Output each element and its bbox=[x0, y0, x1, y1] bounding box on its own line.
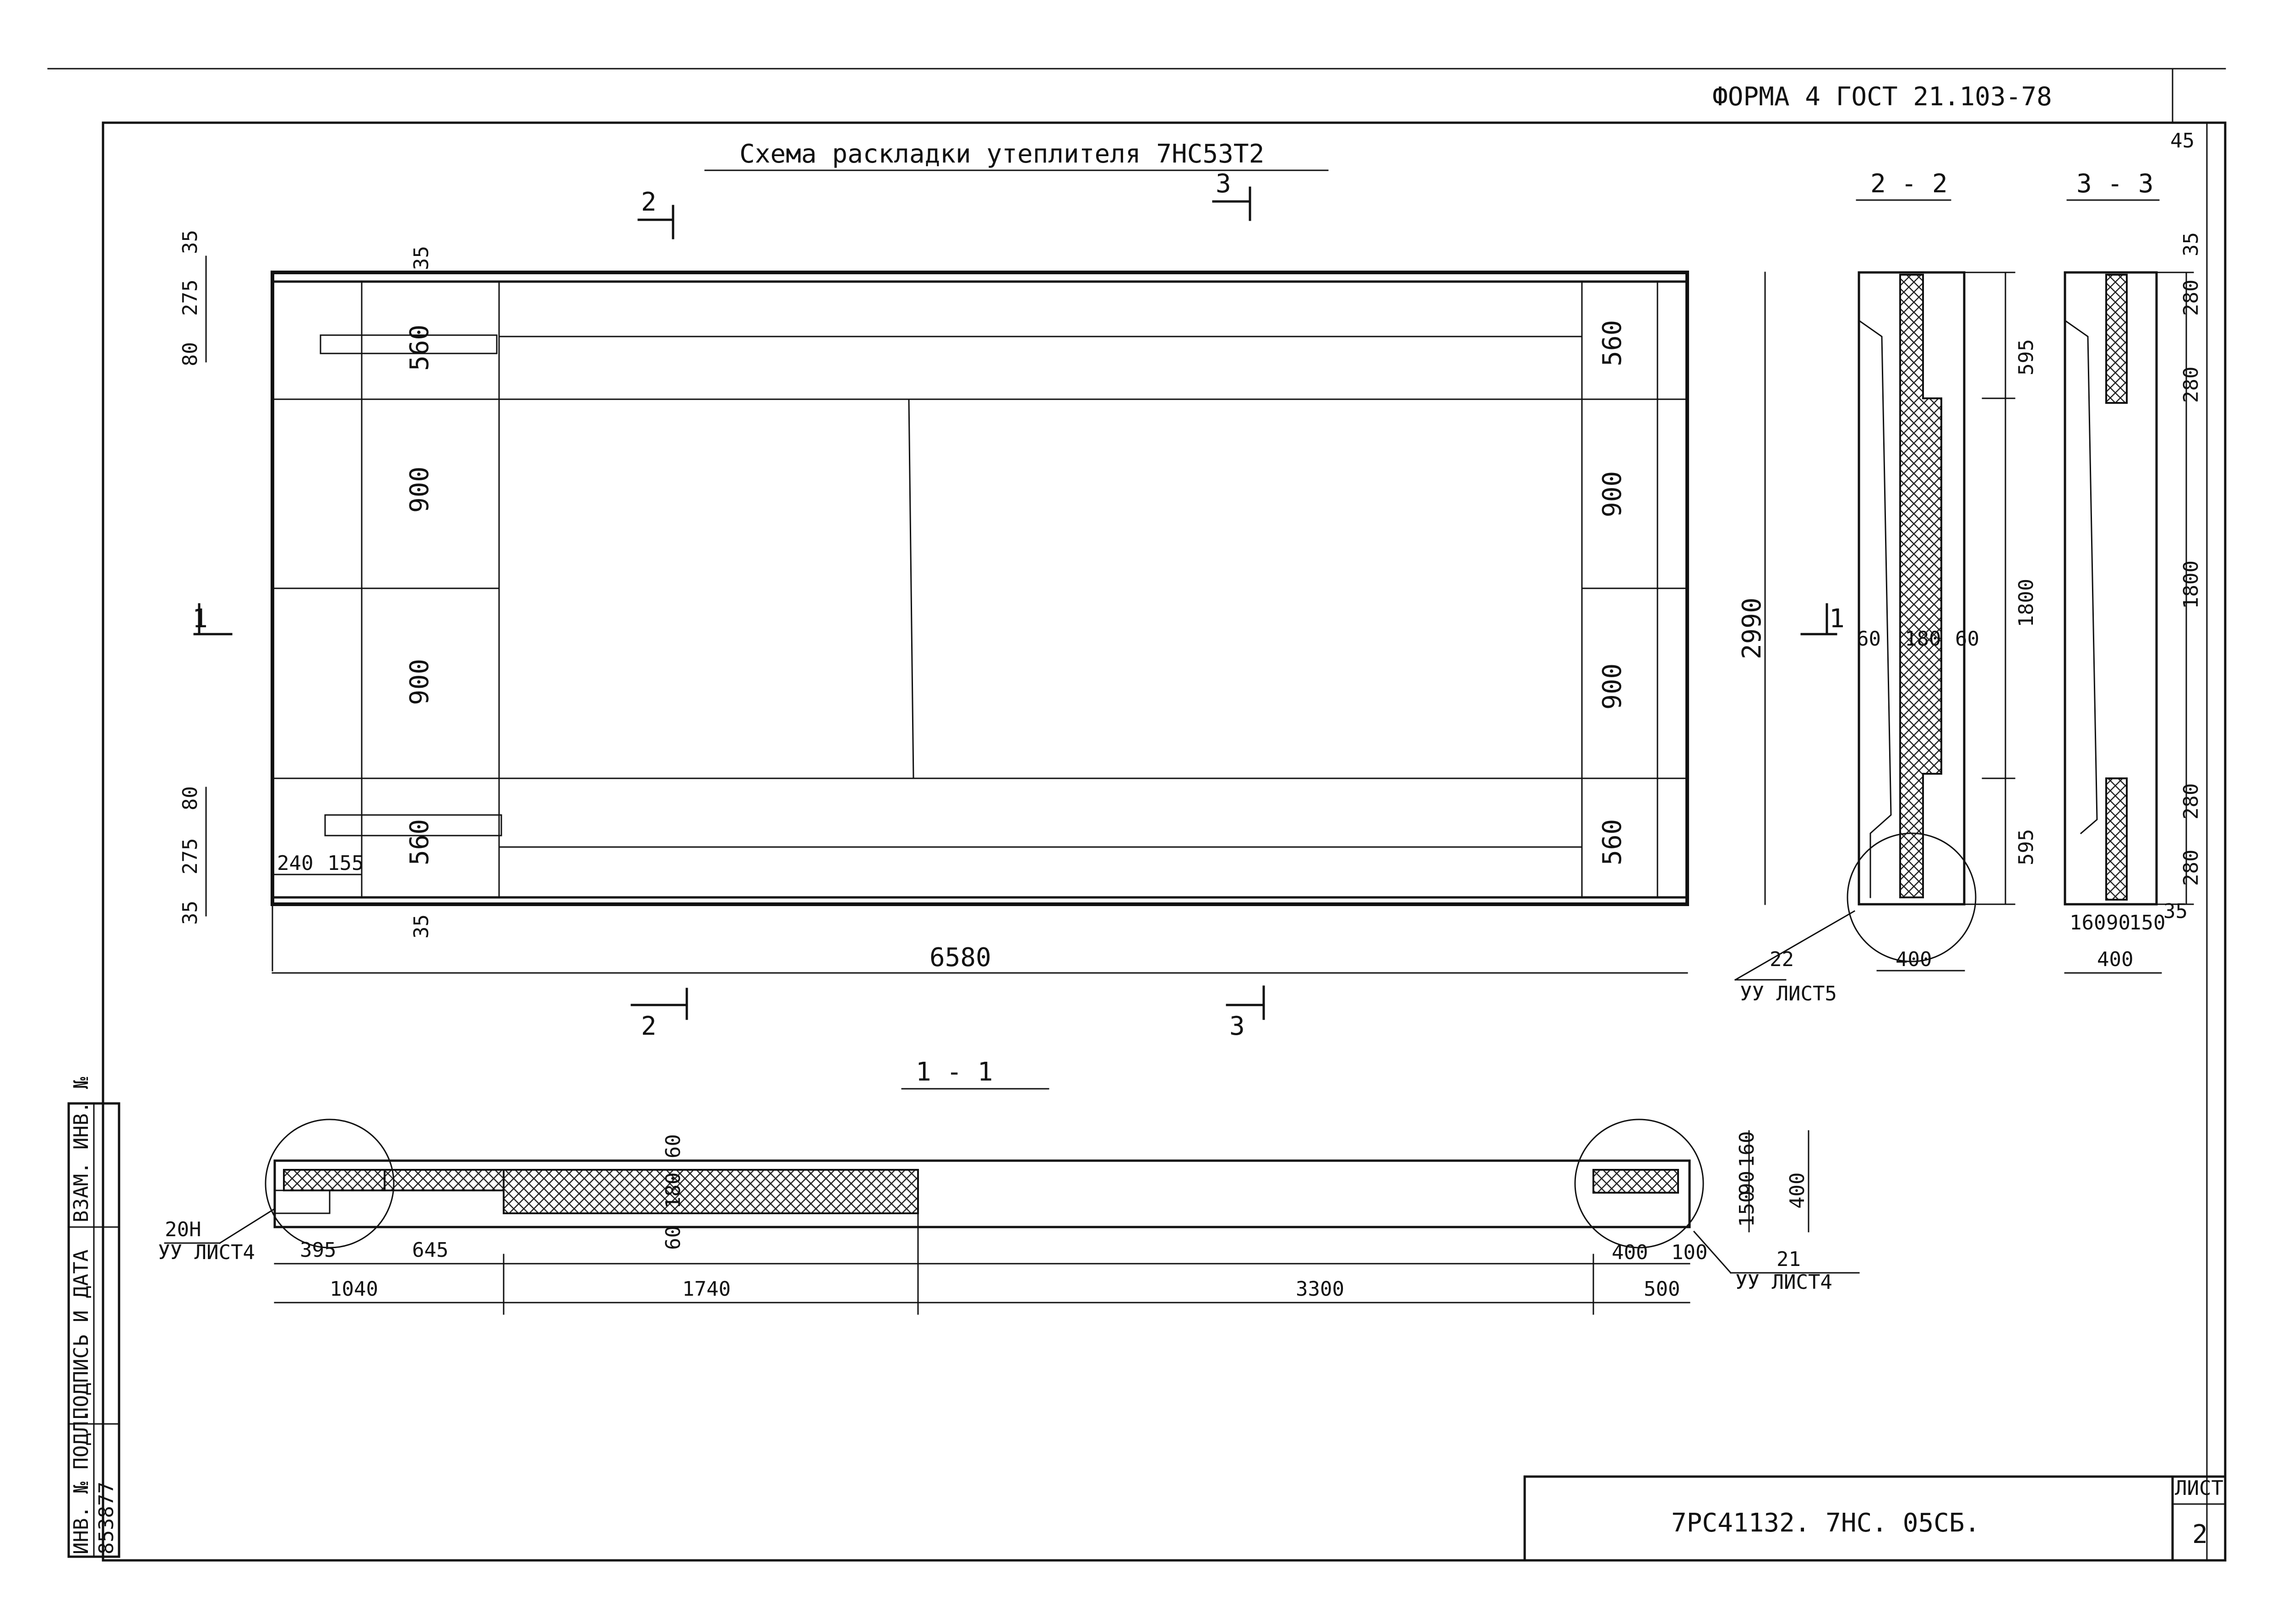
s33-dim-35b: 35 bbox=[2163, 900, 2188, 923]
s11-dim-645: 645 bbox=[412, 1238, 448, 1262]
s11-dim-1740: 1740 bbox=[682, 1277, 731, 1301]
dim-right-560a: 560 bbox=[1597, 320, 1627, 366]
dim-6580: 6580 bbox=[929, 943, 991, 972]
callout-21-ref: 21 bbox=[1777, 1248, 1801, 1271]
section-3-3 bbox=[2064, 271, 2194, 906]
dim-155: 155 bbox=[327, 852, 364, 875]
callout-22-ref: 22 bbox=[1770, 948, 1794, 971]
marker-1-right: 1 bbox=[1829, 604, 1845, 634]
drawing-title: Схема раскладки утеплителя 7НС53Т2 bbox=[739, 139, 1264, 169]
s33-dim-90: 90 bbox=[2106, 911, 2130, 934]
s11-dim-3300: 3300 bbox=[1296, 1277, 1344, 1301]
callout-20n-ref: 20Н bbox=[165, 1218, 201, 1241]
dim-top-275: 275 bbox=[179, 280, 202, 316]
s11-dim-60b: 60 bbox=[662, 1226, 685, 1250]
section-1-1 bbox=[265, 1119, 1809, 1315]
section-1-1-label: 1 - 1 bbox=[916, 1057, 993, 1087]
dim-right-900b: 900 bbox=[1597, 663, 1627, 710]
s11-dim-100: 100 bbox=[1671, 1241, 1707, 1264]
dim-col-bottom: 35 bbox=[410, 914, 433, 939]
s33-width: 400 bbox=[2097, 948, 2133, 971]
s22-dim-595b: 595 bbox=[2015, 829, 2038, 865]
sheet-frame bbox=[47, 68, 2227, 1562]
title-block-sheet-label: ЛИСТ bbox=[2175, 1477, 2223, 1500]
plan-left-dims: 35 275 80 80 275 35 bbox=[179, 230, 207, 925]
stamp-podpis: ПОДПИСЬ И ДАТА bbox=[70, 1249, 93, 1419]
s11-dim-500: 500 bbox=[1644, 1277, 1680, 1301]
s33-dim-160: 160 bbox=[2070, 911, 2106, 934]
dim-bottom-35: 35 bbox=[179, 901, 202, 925]
section-markers: 2 3 2 3 1 1 bbox=[192, 169, 1845, 1041]
s11-dim-180: 180 bbox=[662, 1173, 685, 1209]
dim-left-560b: 560 bbox=[405, 819, 435, 865]
plan-left-column-dims: 560 900 900 560 bbox=[405, 325, 435, 865]
plan-view bbox=[271, 271, 1689, 972]
dim-240: 240 bbox=[277, 852, 313, 875]
callout-20n-sheet: УУ ЛИСТ4 bbox=[158, 1241, 255, 1264]
dim-bottom-275: 275 bbox=[179, 838, 202, 874]
s11-dim-150: 150 bbox=[1735, 1191, 1759, 1227]
callout-leader-21 bbox=[1693, 1230, 1732, 1274]
callout-21-sheet: УУ ЛИСТ4 bbox=[1735, 1271, 1832, 1294]
title-block-code: 7РС41132. 7НС. 05СБ. bbox=[1671, 1508, 1980, 1538]
stamp-inv-podl: ИНВ. № ПОДЛ. bbox=[70, 1409, 93, 1554]
section-2-2 bbox=[1847, 271, 2016, 962]
callout-leader-22 bbox=[1734, 910, 1856, 981]
marker-3-bottom: 3 bbox=[1229, 1011, 1245, 1041]
dim-2990: 2990 bbox=[1737, 597, 1767, 659]
stamp-vzam-inv: ВЗАМ. ИНВ. № bbox=[70, 1077, 93, 1222]
s22-dim-60a: 60 bbox=[1857, 627, 1881, 651]
dim-left-900a: 900 bbox=[405, 467, 435, 513]
dim-left-560a: 560 bbox=[405, 325, 435, 371]
s11-dim-400-vert: 400 bbox=[1786, 1173, 1809, 1209]
s11-dim-395: 395 bbox=[300, 1238, 336, 1262]
dim-top-80: 80 bbox=[179, 342, 202, 366]
s33-dim-280c: 280 bbox=[2179, 783, 2203, 820]
s33-dim-280d: 280 bbox=[2179, 850, 2203, 886]
title-block-sheet-number: 2 bbox=[2192, 1520, 2208, 1549]
section-3-3-label: 3 - 3 bbox=[2076, 169, 2154, 199]
s22-width: 400 bbox=[1896, 948, 1932, 971]
s33-dim-1800: 1800 bbox=[2179, 560, 2203, 609]
marker-2-top: 2 bbox=[641, 187, 657, 217]
side-stamp bbox=[67, 1102, 120, 1558]
marker-3-top: 3 bbox=[1216, 169, 1231, 199]
stamp-inv-number: 853877 bbox=[95, 1482, 118, 1554]
callout-leader-20n bbox=[218, 1207, 276, 1244]
dim-right-900a: 900 bbox=[1597, 471, 1627, 517]
page-number: 45 bbox=[2170, 129, 2195, 152]
dim-left-900b: 900 bbox=[405, 659, 435, 705]
dim-bottom-80: 80 bbox=[179, 786, 202, 810]
dim-col-top: 35 bbox=[410, 246, 433, 270]
s33-dim-35a: 35 bbox=[2179, 232, 2203, 256]
s22-dim-180: 180 bbox=[1905, 627, 1941, 651]
s11-dim-60a: 60 bbox=[662, 1134, 685, 1158]
s11-dim-90: 90 bbox=[1735, 1171, 1759, 1195]
s11-dim-1040: 1040 bbox=[330, 1277, 378, 1301]
s11-dim-160: 160 bbox=[1735, 1131, 1759, 1168]
marker-1-left: 1 bbox=[192, 604, 208, 634]
section-2-2-label: 2 - 2 bbox=[1870, 169, 1948, 199]
dim-top-35: 35 bbox=[179, 230, 202, 254]
callout-22-sheet: УУ ЛИСТ5 bbox=[1740, 982, 1837, 1005]
s33-dim-280a: 280 bbox=[2179, 280, 2203, 316]
s22-dim-1800: 1800 bbox=[2015, 579, 2038, 627]
dim-right-560b: 560 bbox=[1597, 819, 1627, 865]
s22-dim-595a: 595 bbox=[2015, 339, 2038, 375]
marker-2-bottom: 2 bbox=[641, 1011, 657, 1041]
form-label: ФОРМА 4 ГОСТ 21.103-78 bbox=[1712, 82, 2052, 112]
s11-dim-400: 400 bbox=[1612, 1241, 1648, 1264]
s33-dim-280b: 280 bbox=[2179, 367, 2203, 403]
s33-dim-150: 150 bbox=[2129, 911, 2165, 934]
plan-right-column-dims: 560 900 900 560 bbox=[1597, 320, 1627, 865]
title-block bbox=[1523, 1475, 2227, 1562]
s22-dim-60b: 60 bbox=[1955, 627, 1979, 651]
